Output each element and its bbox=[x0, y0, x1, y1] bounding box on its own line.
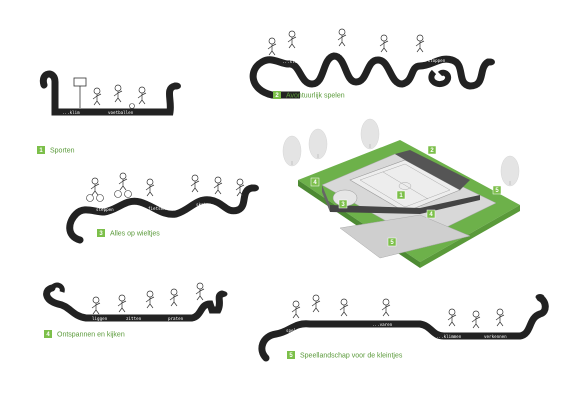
plan-tag-5b: 5 bbox=[495, 188, 499, 194]
snake-5-word-3: ...klimmen bbox=[436, 334, 462, 339]
section-4-number: 4 bbox=[46, 332, 50, 338]
basket-hoop bbox=[73, 77, 87, 87]
section-4-illustration: liggen zitten praten bbox=[43, 282, 228, 322]
section-5-number: 5 bbox=[289, 353, 293, 359]
snake-4 bbox=[43, 284, 226, 322]
plan-tag-2: 2 bbox=[430, 148, 434, 154]
snake-3-word-2: fietsen bbox=[148, 206, 166, 211]
football bbox=[129, 103, 135, 109]
snake-3-word-1: steppen bbox=[96, 207, 114, 212]
section-2-number: 2 bbox=[275, 93, 279, 99]
section-1-illustration: ...klim voetballen bbox=[39, 70, 181, 116]
snake-1-word-2: voetballen bbox=[108, 110, 134, 115]
section-4-title: Ontspannen en kijken bbox=[57, 332, 125, 339]
section-2-title: Avontuurlijk spelen bbox=[286, 93, 345, 100]
section-5-title: Speellandschap voor de kleintjes bbox=[300, 353, 403, 360]
snake-2 bbox=[249, 52, 492, 99]
section-3-number: 3 bbox=[99, 231, 103, 237]
snake-1-word-1: ...klim bbox=[62, 110, 80, 115]
section-1-number: 1 bbox=[39, 148, 43, 154]
section-3-illustration: steppen fietsen skaten bbox=[66, 172, 259, 244]
snake-1 bbox=[39, 70, 179, 116]
snake-3 bbox=[66, 184, 256, 244]
section-1-title: Sporten bbox=[50, 148, 75, 155]
section-2-illustration: ...slingeren hangen verstoppen bbox=[249, 28, 495, 99]
plan-tag-1: 1 bbox=[399, 193, 403, 199]
snake-4-word-2: zitten bbox=[126, 316, 142, 321]
snake-4-word-1: liggen bbox=[92, 316, 108, 321]
plan-tag-4b: 4 bbox=[429, 212, 433, 218]
snake-5-word-4: verkennen bbox=[484, 334, 507, 339]
snake-3-word-3: skaten bbox=[196, 202, 212, 207]
snake-5 bbox=[258, 294, 549, 362]
section-3-title: Alles op wieltjes bbox=[110, 231, 160, 238]
plan-tag-3: 3 bbox=[341, 202, 345, 208]
plan-tag-5a: 5 bbox=[390, 240, 394, 246]
section-5-illustration: spelen ...varen ...klimmen verkennen bbox=[258, 294, 549, 362]
snake-5-word-1: spelen bbox=[286, 328, 302, 333]
snake-4-word-3: praten bbox=[168, 316, 184, 321]
site-plan-tags: 1 2 3 4 4 5 5 bbox=[310, 145, 502, 247]
plan-tag-4a: 4 bbox=[313, 180, 317, 186]
snake-2-word-2: hangen bbox=[340, 51, 356, 56]
snake-5-word-2: ...varen bbox=[372, 322, 393, 327]
snake-2-word-1: ...slingeren bbox=[282, 59, 313, 64]
snake-2-word-3: verstoppen bbox=[420, 58, 446, 63]
